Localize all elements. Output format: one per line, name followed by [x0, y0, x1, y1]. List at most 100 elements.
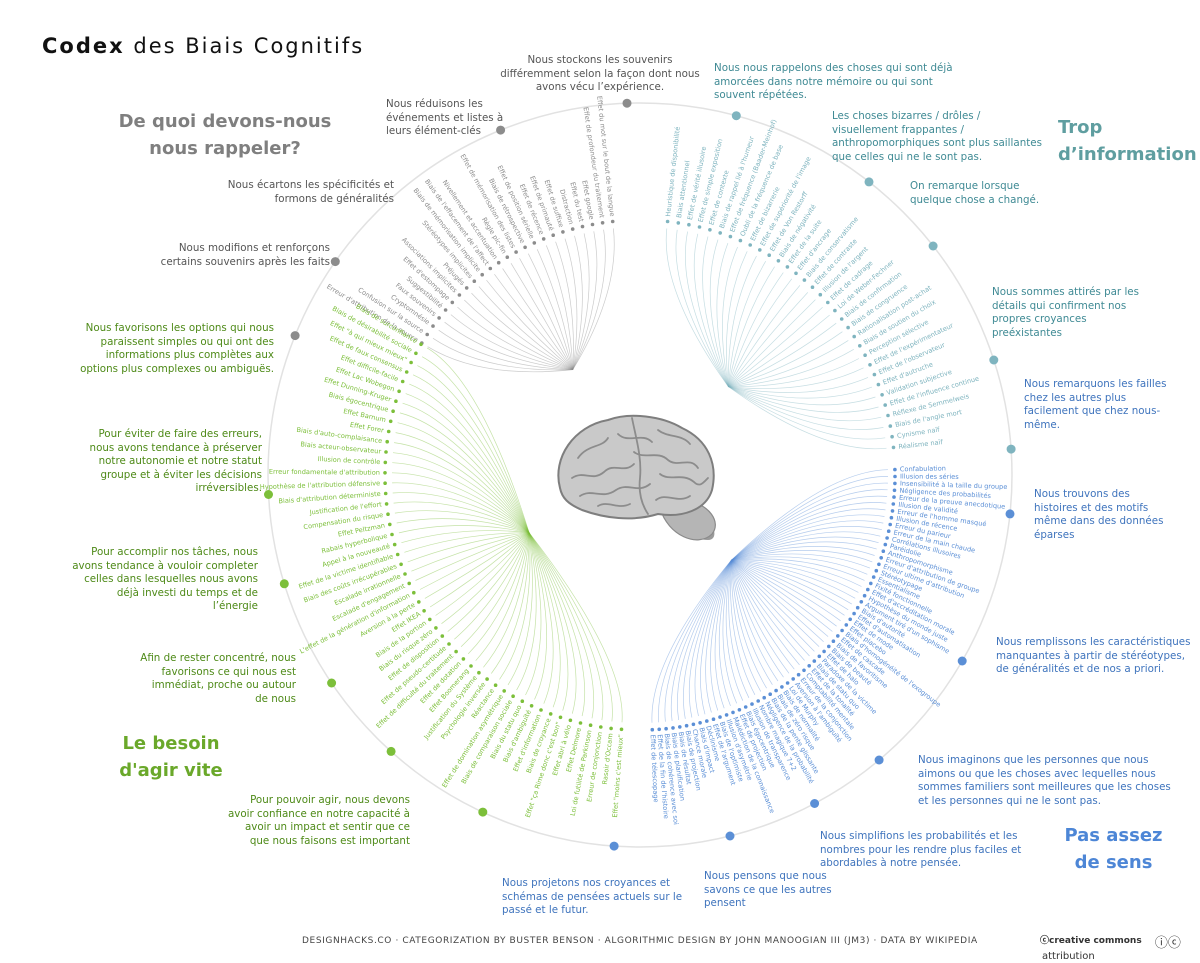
branch-line — [728, 322, 837, 387]
bias-dot — [428, 617, 432, 622]
bias-dot — [388, 522, 392, 527]
branch-line — [710, 560, 732, 711]
branch-line — [528, 532, 577, 714]
bias-dot — [869, 581, 873, 586]
bias-label: Illusion de contrôle — [318, 455, 381, 466]
bias-dot — [477, 670, 481, 675]
branch-line — [411, 532, 530, 572]
branch-line — [507, 532, 533, 686]
branch-line — [731, 559, 862, 587]
branch-line — [447, 532, 530, 632]
branch-line — [670, 560, 732, 721]
bias-dot — [404, 370, 409, 374]
branch-line — [651, 559, 732, 723]
bias-dot — [846, 325, 850, 330]
bias-dot — [599, 725, 603, 729]
bias-dot — [447, 642, 451, 646]
category-label-t4: Nous sommes attirés par les détails qui … — [992, 286, 1140, 339]
branch-line — [728, 340, 849, 387]
branch-line — [572, 231, 598, 370]
category-dot — [622, 98, 632, 108]
category-label-b1: Nous trouvons des histoires et des motif… — [1034, 488, 1164, 541]
bias-dot — [529, 704, 534, 708]
bias-dot — [464, 286, 469, 290]
branch-line — [728, 386, 876, 406]
branch-line — [731, 550, 873, 563]
branch-line — [441, 532, 530, 624]
bias-dot — [883, 542, 888, 547]
category-label-t3: On remarque lorsque quelque chose a chan… — [910, 180, 1040, 206]
bias-dot — [665, 219, 670, 224]
bias-dot — [810, 285, 815, 290]
branch-line — [694, 560, 732, 717]
bias-dot — [437, 316, 441, 320]
branch-line — [731, 559, 833, 632]
branch-line — [728, 358, 860, 387]
bias-dot — [718, 715, 722, 719]
branch-line — [528, 532, 613, 722]
category-dot — [731, 111, 741, 121]
bias-dot — [817, 654, 822, 659]
bias-dot — [886, 529, 891, 533]
bias-dot — [711, 717, 716, 721]
bias-dot — [892, 488, 897, 493]
branch-line — [510, 263, 574, 370]
bias-dot — [886, 413, 890, 418]
bias-label: Insensibilité à la taille du groupe — [900, 480, 1008, 492]
branch-line — [731, 560, 779, 682]
branch-line — [728, 255, 757, 387]
category-label-g1: Nous stockons les souvenirs différemment… — [500, 54, 700, 94]
branch-line — [392, 492, 530, 533]
branch-line — [728, 266, 775, 387]
branch-line — [728, 331, 843, 387]
bias-dot — [794, 271, 798, 276]
category-label-t5: Nous remarquons les failles chez les aut… — [1024, 378, 1167, 431]
bias-dot — [827, 644, 831, 649]
bias-dot — [417, 600, 421, 604]
bias-dot — [885, 536, 889, 540]
branch-line — [499, 532, 531, 680]
branch-line — [419, 532, 530, 590]
bias-dot — [440, 634, 445, 638]
branch-line — [429, 532, 530, 608]
category-label-b6: Nous projetons nos croyances et schémas … — [502, 877, 683, 917]
bias-dot — [650, 727, 655, 732]
branch-line — [728, 386, 879, 413]
bias-dot — [496, 260, 501, 265]
branch-line — [731, 546, 875, 561]
bias-dot — [802, 278, 807, 282]
bias-label: Effet "moins c'est mieux" — [611, 734, 625, 818]
branch-line — [394, 442, 530, 533]
bias-dot — [855, 605, 860, 610]
bias-dot — [848, 617, 852, 622]
bias-dot — [802, 668, 806, 673]
bias-label: Effet de télescopage — [649, 735, 660, 803]
branch-line — [450, 314, 573, 370]
branch-line — [393, 501, 530, 534]
branch-line — [421, 356, 530, 533]
bias-dot — [561, 230, 565, 234]
bias-dot — [443, 308, 448, 312]
bias-dot — [833, 308, 837, 313]
category-label-v4: Afin de rester concentré, nous favorison… — [140, 652, 296, 705]
category-label-g2: Nous réduisons les événements et listes … — [386, 98, 504, 138]
bias-dot — [580, 224, 585, 229]
branch-line — [426, 347, 530, 533]
branch-line — [731, 560, 762, 692]
branch-line — [391, 472, 530, 533]
bias-dot — [818, 292, 823, 297]
branch-line — [399, 412, 530, 533]
category-label-v5: Pour pouvoir agir, nous devons avoir con… — [227, 794, 410, 847]
bias-label: Erreur fondamentale d'attribution — [269, 468, 380, 477]
bias-label: Illusion des séries — [900, 473, 959, 481]
bias-dot — [748, 243, 752, 247]
bias-dot — [776, 259, 781, 263]
category-dot — [864, 177, 874, 187]
bias-dot — [539, 708, 543, 712]
bias-dot — [698, 721, 702, 725]
bias-dot — [868, 363, 872, 367]
branch-line — [728, 386, 873, 399]
category-dot — [290, 331, 300, 341]
branch-line — [555, 241, 574, 370]
bias-dot — [862, 593, 867, 598]
